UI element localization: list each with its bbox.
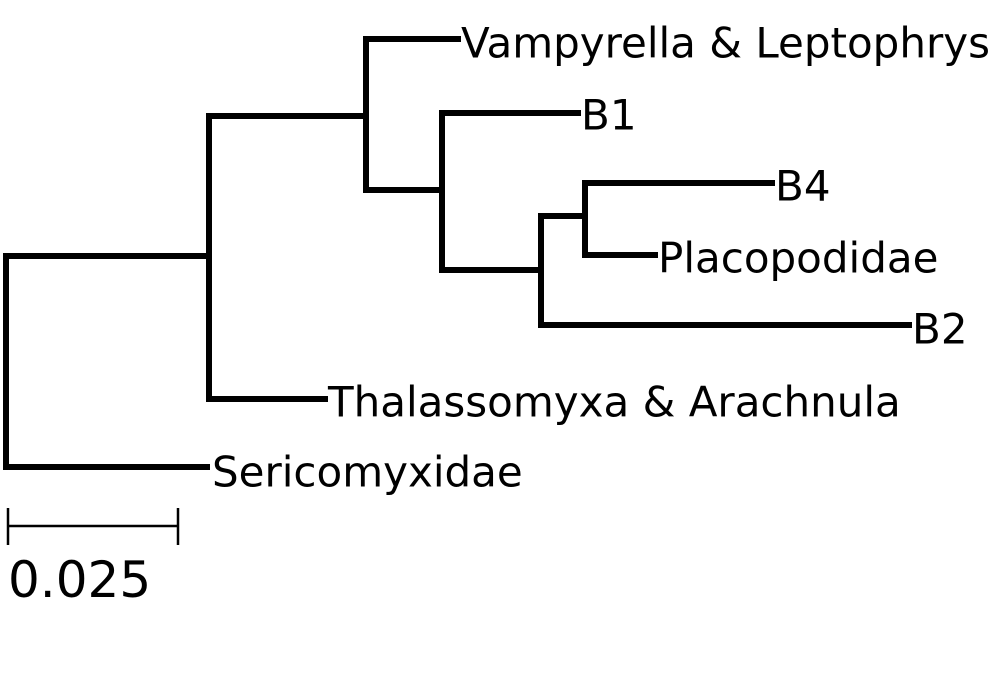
tip-label-placopodidae: Placopodidae [658,234,938,283]
tip-label-b2: B2 [912,305,968,354]
tip-label-sericomyxidae: Sericomyxidae [212,448,523,497]
tip-label-vampyrella: Vampyrella & Leptophrys [461,19,990,68]
tip-label-thalassomyxa: Thalassomyxa & Arachnula [327,378,901,427]
scale-bar-label: 0.025 [8,551,151,609]
tip-label-b4: B4 [775,162,831,211]
tip-label-b1: B1 [581,91,637,140]
scale-bar: 0.025 [6,508,180,609]
